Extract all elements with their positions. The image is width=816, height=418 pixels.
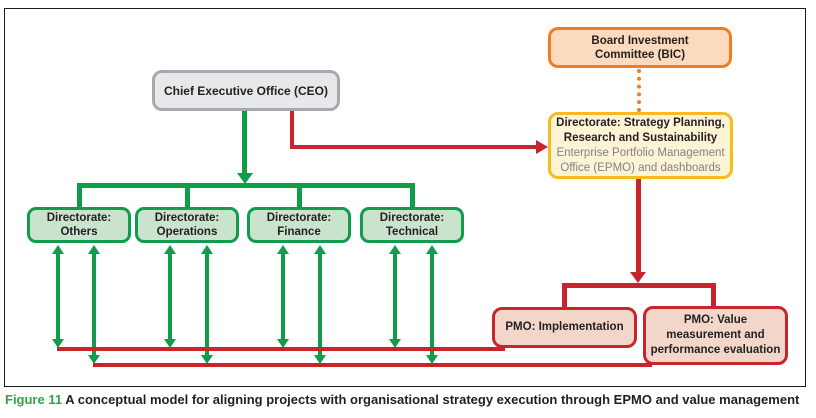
arrowhead-down-icon [88, 355, 100, 364]
connector-stub-finance [297, 186, 302, 209]
connector-stub-others [77, 186, 82, 209]
node-directorate-finance: Directorate: Finance [247, 207, 351, 243]
node-ceo: Chief Executive Office (CEO) [152, 70, 340, 111]
node-ceo-label: Chief Executive Office (CEO) [163, 83, 329, 98]
arrowhead-up-icon [277, 245, 289, 254]
connector-pmo-bar [562, 283, 716, 288]
node-bic-line2: Committee (BIC) [594, 48, 686, 61]
connector-stub-technical [410, 186, 415, 209]
connector-strategy-down-line [636, 178, 641, 273]
connector-value-return-line [93, 363, 652, 367]
directorate-technical-line2: Technical [385, 226, 439, 238]
arrowhead-down-icon [201, 355, 213, 364]
node-directorate-others: Directorate: Others [27, 207, 131, 243]
strategy-title-line2: Research and Sustainability [563, 131, 718, 144]
strategy-sub-line1: Enterprise Portfolio Management [556, 146, 725, 159]
node-directorate-technical: Directorate: Technical [360, 207, 464, 243]
pmo-value-line1: PMO: Value [683, 314, 748, 326]
arrowhead-down-icon [52, 339, 64, 348]
arrowhead-right-icon [536, 140, 548, 154]
arrowhead-ceo-down-icon [237, 173, 253, 184]
strategy-sub-line2: Office (EPMO) and dashboards [560, 161, 721, 174]
connector-feedback-line [168, 252, 172, 341]
strategy-title-line1: Directorate: Strategy Planning, [556, 116, 725, 129]
connector-ceo-down-line [242, 111, 247, 174]
node-pmo-value: PMO: Value measurement and performance e… [643, 306, 788, 365]
connector-feedback-line [281, 252, 285, 341]
node-directorate-operations: Directorate: Operations [135, 207, 239, 243]
directorate-operations-line1: Directorate: [154, 212, 220, 224]
connector-feedback-line [205, 252, 209, 357]
arrowhead-up-icon [88, 245, 100, 254]
arrowhead-strategy-down-icon [630, 272, 646, 283]
directorate-others-line2: Others [60, 226, 98, 238]
arrowhead-up-icon [389, 245, 401, 254]
connector-feedback-line [92, 252, 96, 357]
connector-feedback-line [318, 252, 322, 357]
arrowhead-down-icon [164, 339, 176, 348]
connector-feedback-line [393, 252, 397, 341]
arrowhead-up-icon [314, 245, 326, 254]
connector-pmo-value-drop [711, 286, 716, 309]
node-strategy-directorate: Directorate: Strategy Planning, Research… [548, 112, 733, 179]
arrowhead-up-icon [426, 245, 438, 254]
figure-caption-number: Figure 11 [5, 392, 63, 407]
connector-bic-dotted-line [637, 69, 641, 112]
arrowhead-down-icon [389, 339, 401, 348]
arrowhead-down-icon [314, 355, 326, 364]
node-bic-line1: Board Investment [591, 34, 689, 47]
figure-caption-text: A conceptual model for aligning projects… [62, 392, 800, 407]
pmo-value-line3: performance evaluation [650, 344, 781, 356]
directorate-operations-line2: Operations [156, 226, 218, 238]
arrowhead-up-icon [164, 245, 176, 254]
directorate-finance-line2: Finance [277, 226, 321, 238]
node-bic: Board Investment Committee (BIC) [548, 27, 732, 68]
connector-ceo-to-strategy-h [290, 145, 537, 149]
figure-caption: Figure 11 A conceptual model for alignin… [5, 392, 799, 407]
arrowhead-down-icon [426, 355, 438, 364]
connector-ceo-to-strategy-v [290, 111, 294, 149]
arrowhead-up-icon [52, 245, 64, 254]
connector-directorates-bar [77, 183, 415, 188]
node-pmo-implementation: PMO: Implementation [492, 307, 637, 348]
arrowhead-down-icon [277, 339, 289, 348]
connector-pmo-impl-drop [562, 286, 567, 309]
connector-implementation-return-line [57, 347, 505, 351]
connector-feedback-line [430, 252, 434, 357]
connector-feedback-line [56, 252, 60, 341]
directorate-finance-line1: Directorate: [266, 212, 332, 224]
connector-stub-operations [185, 186, 190, 209]
directorate-technical-line1: Directorate: [379, 212, 445, 224]
directorate-others-line1: Directorate: [46, 212, 112, 224]
pmo-value-line2: measurement and [666, 329, 765, 341]
pmo-implementation-label: PMO: Implementation [505, 321, 624, 333]
arrowhead-up-icon [201, 245, 213, 254]
